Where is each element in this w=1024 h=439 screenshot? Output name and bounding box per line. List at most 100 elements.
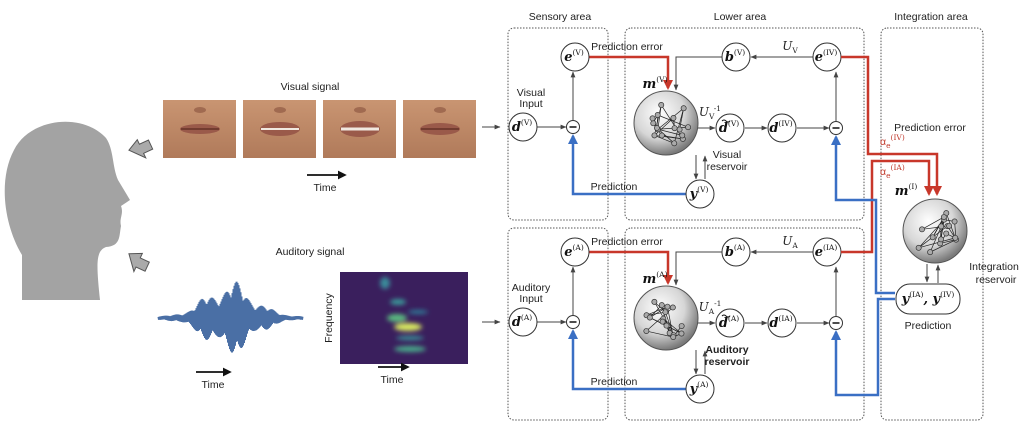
feedback-b-label: b(A) (725, 243, 745, 260)
input-d-label-part: (A) (521, 313, 532, 322)
reservoir-edge (661, 135, 683, 140)
alpha-visual-weight: αe(IV) (880, 133, 905, 150)
reconstructed-d-label-part: d (719, 316, 728, 331)
reservoir-symbol-part: (V) (656, 75, 667, 84)
time-label-part: Time (381, 374, 404, 386)
reservoir-edge (918, 237, 956, 249)
prediction-error-e-label-part: e (564, 50, 572, 65)
alpha-auditory-weight-part: (IA) (891, 163, 905, 172)
prediction-label-part: Prediction (591, 376, 638, 388)
reservoir-label-part: reservoir (705, 356, 750, 368)
reservoir-unit (676, 126, 683, 133)
reservoir-edge (646, 330, 674, 338)
time-label: Time (381, 374, 404, 386)
prediction-label: Prediction (905, 320, 952, 332)
reservoir-unit (658, 132, 665, 139)
feedback-b-label: b(V) (725, 48, 745, 65)
integration-reservoir-symbol-part: (I) (908, 182, 917, 191)
integration-area-title-part: Integration area (894, 11, 968, 23)
area-box (507, 27, 609, 221)
prediction-path (568, 134, 686, 196)
reconstructed-d-node (715, 308, 745, 338)
inverse-transform-label-part: U (699, 300, 710, 314)
integration-reservoir-symbol-part: m (895, 184, 909, 199)
reservoir-unit (919, 226, 925, 233)
transform-U-label-part: U (782, 234, 793, 248)
reservoir-unit (679, 132, 686, 139)
sensory-area-title-part: Sensory area (529, 11, 592, 23)
signal-arrow-icon (128, 252, 150, 273)
reservoir-unit (927, 249, 934, 256)
prediction-error-label-part: Prediction error (591, 236, 663, 248)
integration-d-label-part: d (769, 316, 778, 331)
reconstructed-d-label-part: d (719, 121, 728, 136)
reservoir-unit (938, 223, 945, 230)
prediction-y-label: y(V) (689, 185, 709, 202)
integration-reservoir-label-part: Integration (969, 261, 1019, 273)
integration-d-label-part: (IA) (778, 314, 792, 323)
lower-area-title: Lower area (714, 11, 767, 23)
integration-d-node (767, 308, 797, 338)
reservoir-edge (660, 104, 684, 140)
auditory-signal-title-part: Auditory signal (276, 246, 345, 258)
input-d-label: d(A) (512, 313, 532, 330)
reservoir-symbol-part: (A) (656, 270, 667, 279)
reservoir-edge (921, 216, 945, 230)
time-label: Time (202, 379, 225, 391)
prediction-error-e-label-part: e (564, 245, 572, 260)
prediction-label: Prediction (591, 376, 638, 388)
integration-prediction-path (831, 297, 895, 397)
reservoir-unit (940, 214, 947, 220)
integration-d-label-part: d (769, 121, 778, 136)
integration-reservoir-label: Integration (969, 261, 1019, 273)
reservoir-unit (658, 302, 665, 309)
reservoir-edge (654, 135, 675, 144)
prediction-error-path (589, 55, 673, 90)
alpha-auditory-weight: αe(IA) (880, 163, 905, 180)
inverse-transform-label-part: -1 (714, 299, 721, 308)
input-d-label-part: d (512, 120, 521, 135)
connection (673, 56, 722, 91)
input-label-part: Auditory (512, 282, 551, 294)
reservoir-edge (657, 128, 683, 136)
reconstructed-d-label-part: (V) (728, 119, 739, 128)
reservoir-unit (653, 124, 660, 131)
integration-reservoir-label: reservoir (976, 274, 1017, 286)
reservoir-unit (685, 124, 692, 131)
reservoir-unit (670, 115, 677, 121)
reservoir-unit (650, 120, 657, 127)
inverse-transform-label-part: -1 (714, 104, 721, 113)
reservoir-unit (680, 105, 687, 112)
alpha-visual-weight-part: e (886, 141, 891, 150)
integration-prediction-label-part: (IA) (909, 290, 923, 299)
head-silhouette (4, 121, 130, 300)
reservoir-label-part: reservoir (707, 161, 748, 173)
integration-error-path (841, 159, 934, 254)
integration-d-label: d(IA) (769, 314, 792, 331)
input-d-label: d(V) (512, 118, 532, 135)
nose (434, 107, 446, 113)
integration-prediction-label-part: , (922, 292, 932, 307)
reservoir-unit (915, 244, 922, 251)
reconstructed-d-label-part: (A) (728, 314, 739, 323)
reservoir-unit (929, 234, 936, 241)
reservoir-unit (951, 218, 958, 225)
reservoir-unit (654, 112, 661, 118)
reservoir-unit (671, 140, 678, 147)
integration-d-node (767, 113, 797, 143)
integration-reservoir-sphere (902, 198, 968, 264)
integration-prediction-path (831, 135, 895, 295)
prediction-label: Prediction (591, 181, 638, 193)
sensory-area-title: Sensory area (529, 11, 592, 23)
spectral-band (394, 323, 422, 331)
integration-d-label: d(IV) (769, 119, 792, 136)
spectral-band (390, 299, 406, 305)
prediction-y-label-part: (A) (697, 380, 708, 389)
prediction-error-e-node (560, 42, 590, 72)
time-label-part: Time (314, 182, 337, 194)
reconstructed-d-label: d(V) (719, 119, 739, 136)
transform-U-label-part: A (791, 241, 798, 250)
time-label-part: Time (202, 379, 225, 391)
reservoir-unit (651, 298, 658, 305)
